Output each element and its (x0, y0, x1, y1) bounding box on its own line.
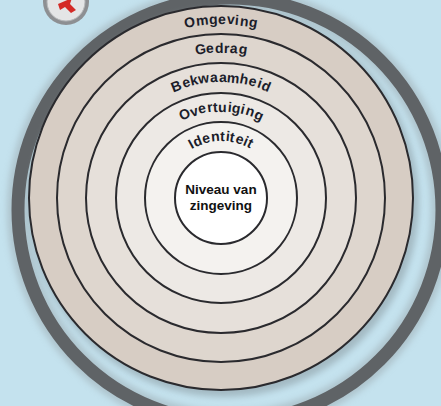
arc-shadow (18, 0, 441, 406)
label-letter: e (218, 11, 226, 27)
label-letter: r (224, 40, 230, 56)
label-letter: g (209, 11, 218, 27)
compass-face (47, 0, 85, 21)
label-letter: a (219, 69, 227, 85)
label-letter: d (215, 39, 224, 55)
label-letter: a (210, 69, 219, 85)
label-letter: G (193, 40, 206, 57)
compass-needle (58, 0, 76, 13)
label-letter: e (206, 40, 215, 57)
center-label: Niveau van zingeving (183, 182, 259, 214)
label-letter: t (212, 99, 218, 115)
grey-arc (18, 0, 441, 406)
gedrag-ring: Niveau van zingevingIdentiteitOvertuigin… (56, 33, 386, 363)
ring-circle (57, 34, 385, 362)
omgeving-ring: Niveau van zingevingIdentiteitOvertuigin… (28, 5, 414, 391)
ring-shadow (29, 7, 419, 397)
ring-circle (116, 93, 326, 303)
label-letter: m (226, 69, 240, 86)
label-letter: m (195, 11, 209, 28)
compass-icon (43, 0, 89, 25)
ring-circle (86, 63, 356, 333)
compass-rim (43, 0, 89, 25)
zingeving-circle: Niveau van zingeving (174, 151, 268, 245)
ring-circle (145, 122, 297, 274)
label-letter: u (218, 98, 227, 114)
bekwaamheid-ring: Niveau van zingevingIdentiteitOvertuigin… (85, 62, 357, 334)
label-letter: t (220, 128, 225, 144)
identiteit-ring: Niveau van zingevingIdentiteit (144, 121, 298, 275)
ring-circle (175, 152, 267, 244)
ring-circle (29, 6, 413, 390)
overtuiging-ring: Niveau van zingevingIdentiteitOvertuigin… (115, 92, 327, 304)
label-letter: n (210, 128, 220, 145)
label-letter: v (226, 11, 235, 27)
